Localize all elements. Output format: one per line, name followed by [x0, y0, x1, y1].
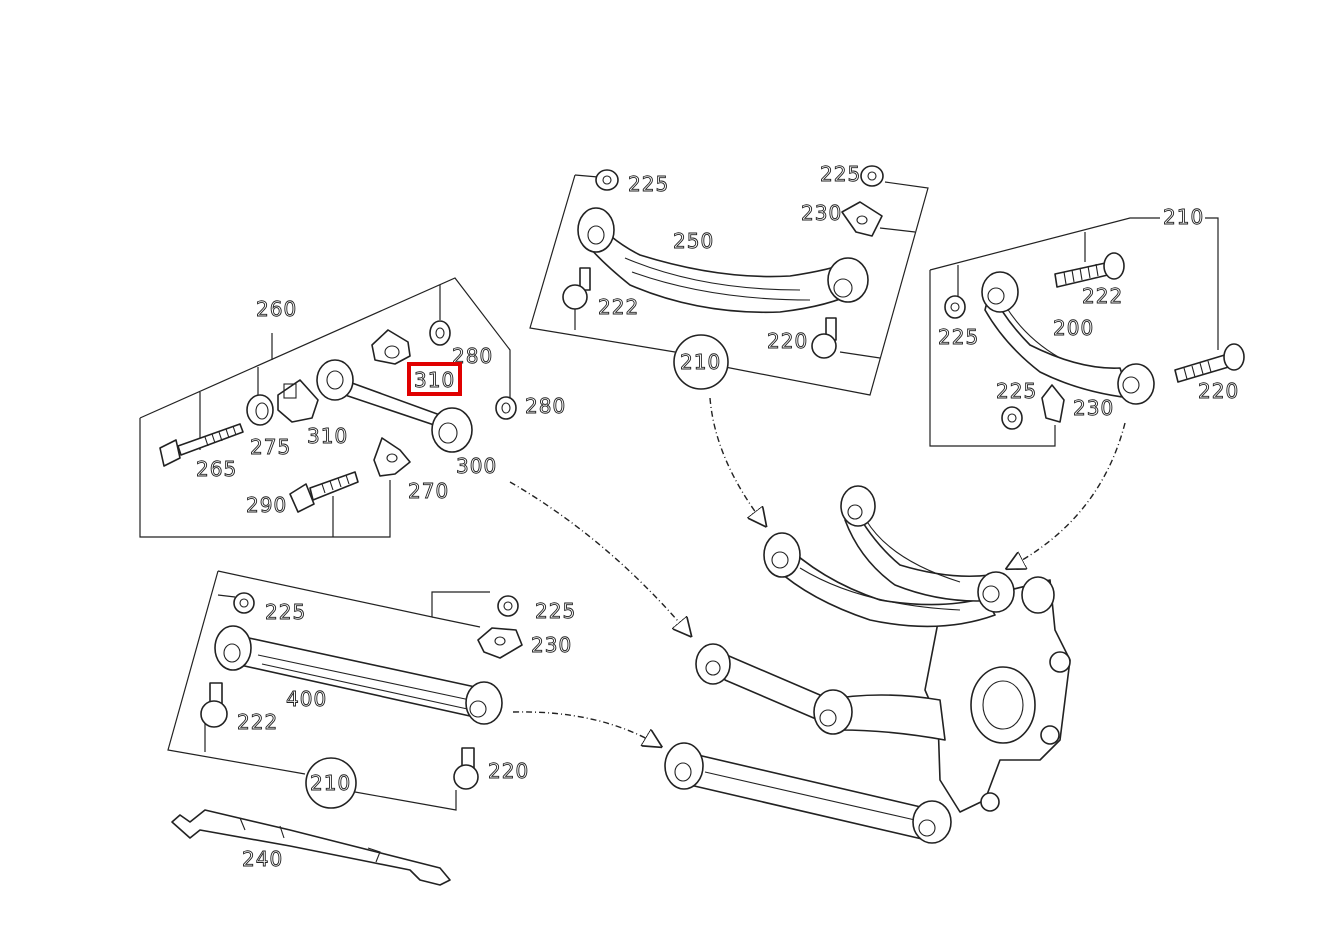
part-label-220[interactable]: 220 [488, 759, 529, 784]
part-label-230[interactable]: 230 [801, 201, 842, 226]
bolt-icon [1174, 343, 1245, 383]
control-arm-icon [577, 207, 869, 314]
part-label-225[interactable]: 225 [265, 600, 306, 625]
part-label-210[interactable]: 210 [1163, 205, 1204, 230]
control-arm-icon [316, 359, 473, 453]
clip-icon [246, 394, 274, 426]
bolt-icon [289, 471, 359, 513]
nut-icon [1001, 406, 1023, 430]
eccentric-washer-icon [477, 627, 523, 659]
bolt-icon [811, 317, 837, 359]
nut-icon [233, 592, 255, 614]
part-label-225[interactable]: 225 [820, 162, 861, 187]
group-400: 210 225 225 230 400 222 220 [167, 570, 576, 811]
control-arm-icon [981, 271, 1155, 405]
highlighted-callout[interactable]: 310 [407, 362, 462, 396]
nut-icon [495, 396, 517, 420]
part-label-280[interactable]: 280 [525, 394, 566, 419]
part-label-225[interactable]: 225 [938, 325, 979, 350]
part-label-250[interactable]: 250 [673, 229, 714, 254]
eccentric-washer-icon [841, 201, 883, 237]
part-label-225[interactable]: 225 [535, 599, 576, 624]
part-label-310-highlighted[interactable]: 310 [414, 368, 455, 393]
part-label-200[interactable]: 200 [1053, 316, 1094, 341]
control-arm-icon [214, 625, 503, 725]
dashed-arrow-icon [509, 397, 1126, 746]
part-label-400[interactable]: 400 [286, 687, 327, 712]
part-label-220[interactable]: 220 [767, 329, 808, 354]
part-label-220[interactable]: 220 [1198, 379, 1239, 404]
group-250: 210 225 225 230 250 222 220 [529, 162, 929, 396]
nut-icon [429, 320, 451, 346]
part-label-310[interactable]: 310 [307, 424, 348, 449]
bolt-icon [1054, 252, 1125, 288]
part-label-210[interactable]: 210 [680, 350, 721, 375]
part-label-230[interactable]: 230 [531, 633, 572, 658]
part-label-222[interactable]: 222 [237, 710, 278, 735]
nut-icon [497, 595, 519, 617]
eccentric-washer-icon [373, 437, 411, 477]
part-label-240[interactable]: 240 [242, 847, 283, 872]
part-label-222[interactable]: 222 [598, 295, 639, 320]
nut-icon [860, 165, 884, 187]
group-260: 260 280 280 310 275 265 300 290 270 310 [139, 277, 566, 538]
control-arm-icon [840, 485, 1015, 613]
eccentric-washer-icon [1041, 384, 1065, 423]
group-reference-circle [305, 757, 357, 809]
group-200: 210 222 225 200 225 230 220 [929, 205, 1245, 447]
part-label-260[interactable]: 260 [256, 297, 297, 322]
part-label-290[interactable]: 290 [246, 493, 287, 518]
nut-icon [595, 169, 619, 191]
part-label-225[interactable]: 225 [996, 379, 1037, 404]
control-arm-icon [664, 742, 952, 844]
assembled-axle [664, 485, 1071, 844]
heat-shield-icon [171, 809, 451, 886]
part-label-222[interactable]: 222 [1082, 284, 1123, 309]
part-label-225[interactable]: 225 [628, 172, 669, 197]
part-label-275[interactable]: 275 [250, 435, 291, 460]
eccentric-washer-icon [277, 379, 319, 423]
part-label-300[interactable]: 300 [456, 454, 497, 479]
control-arm-icon [695, 643, 946, 741]
bolt-icon [200, 682, 228, 728]
part-label-265[interactable]: 265 [196, 457, 237, 482]
bolt-icon [453, 747, 479, 790]
nut-icon [944, 295, 966, 319]
part-label-230[interactable]: 230 [1073, 396, 1114, 421]
bolt-icon [562, 267, 591, 310]
bolt-icon [159, 423, 244, 467]
eccentric-washer-icon [371, 329, 411, 365]
part-label-210[interactable]: 210 [310, 771, 351, 796]
highlight-box [407, 362, 462, 396]
group-reference-circle [673, 334, 729, 390]
part-label-270[interactable]: 270 [408, 479, 449, 504]
control-arm-icon [763, 532, 996, 628]
